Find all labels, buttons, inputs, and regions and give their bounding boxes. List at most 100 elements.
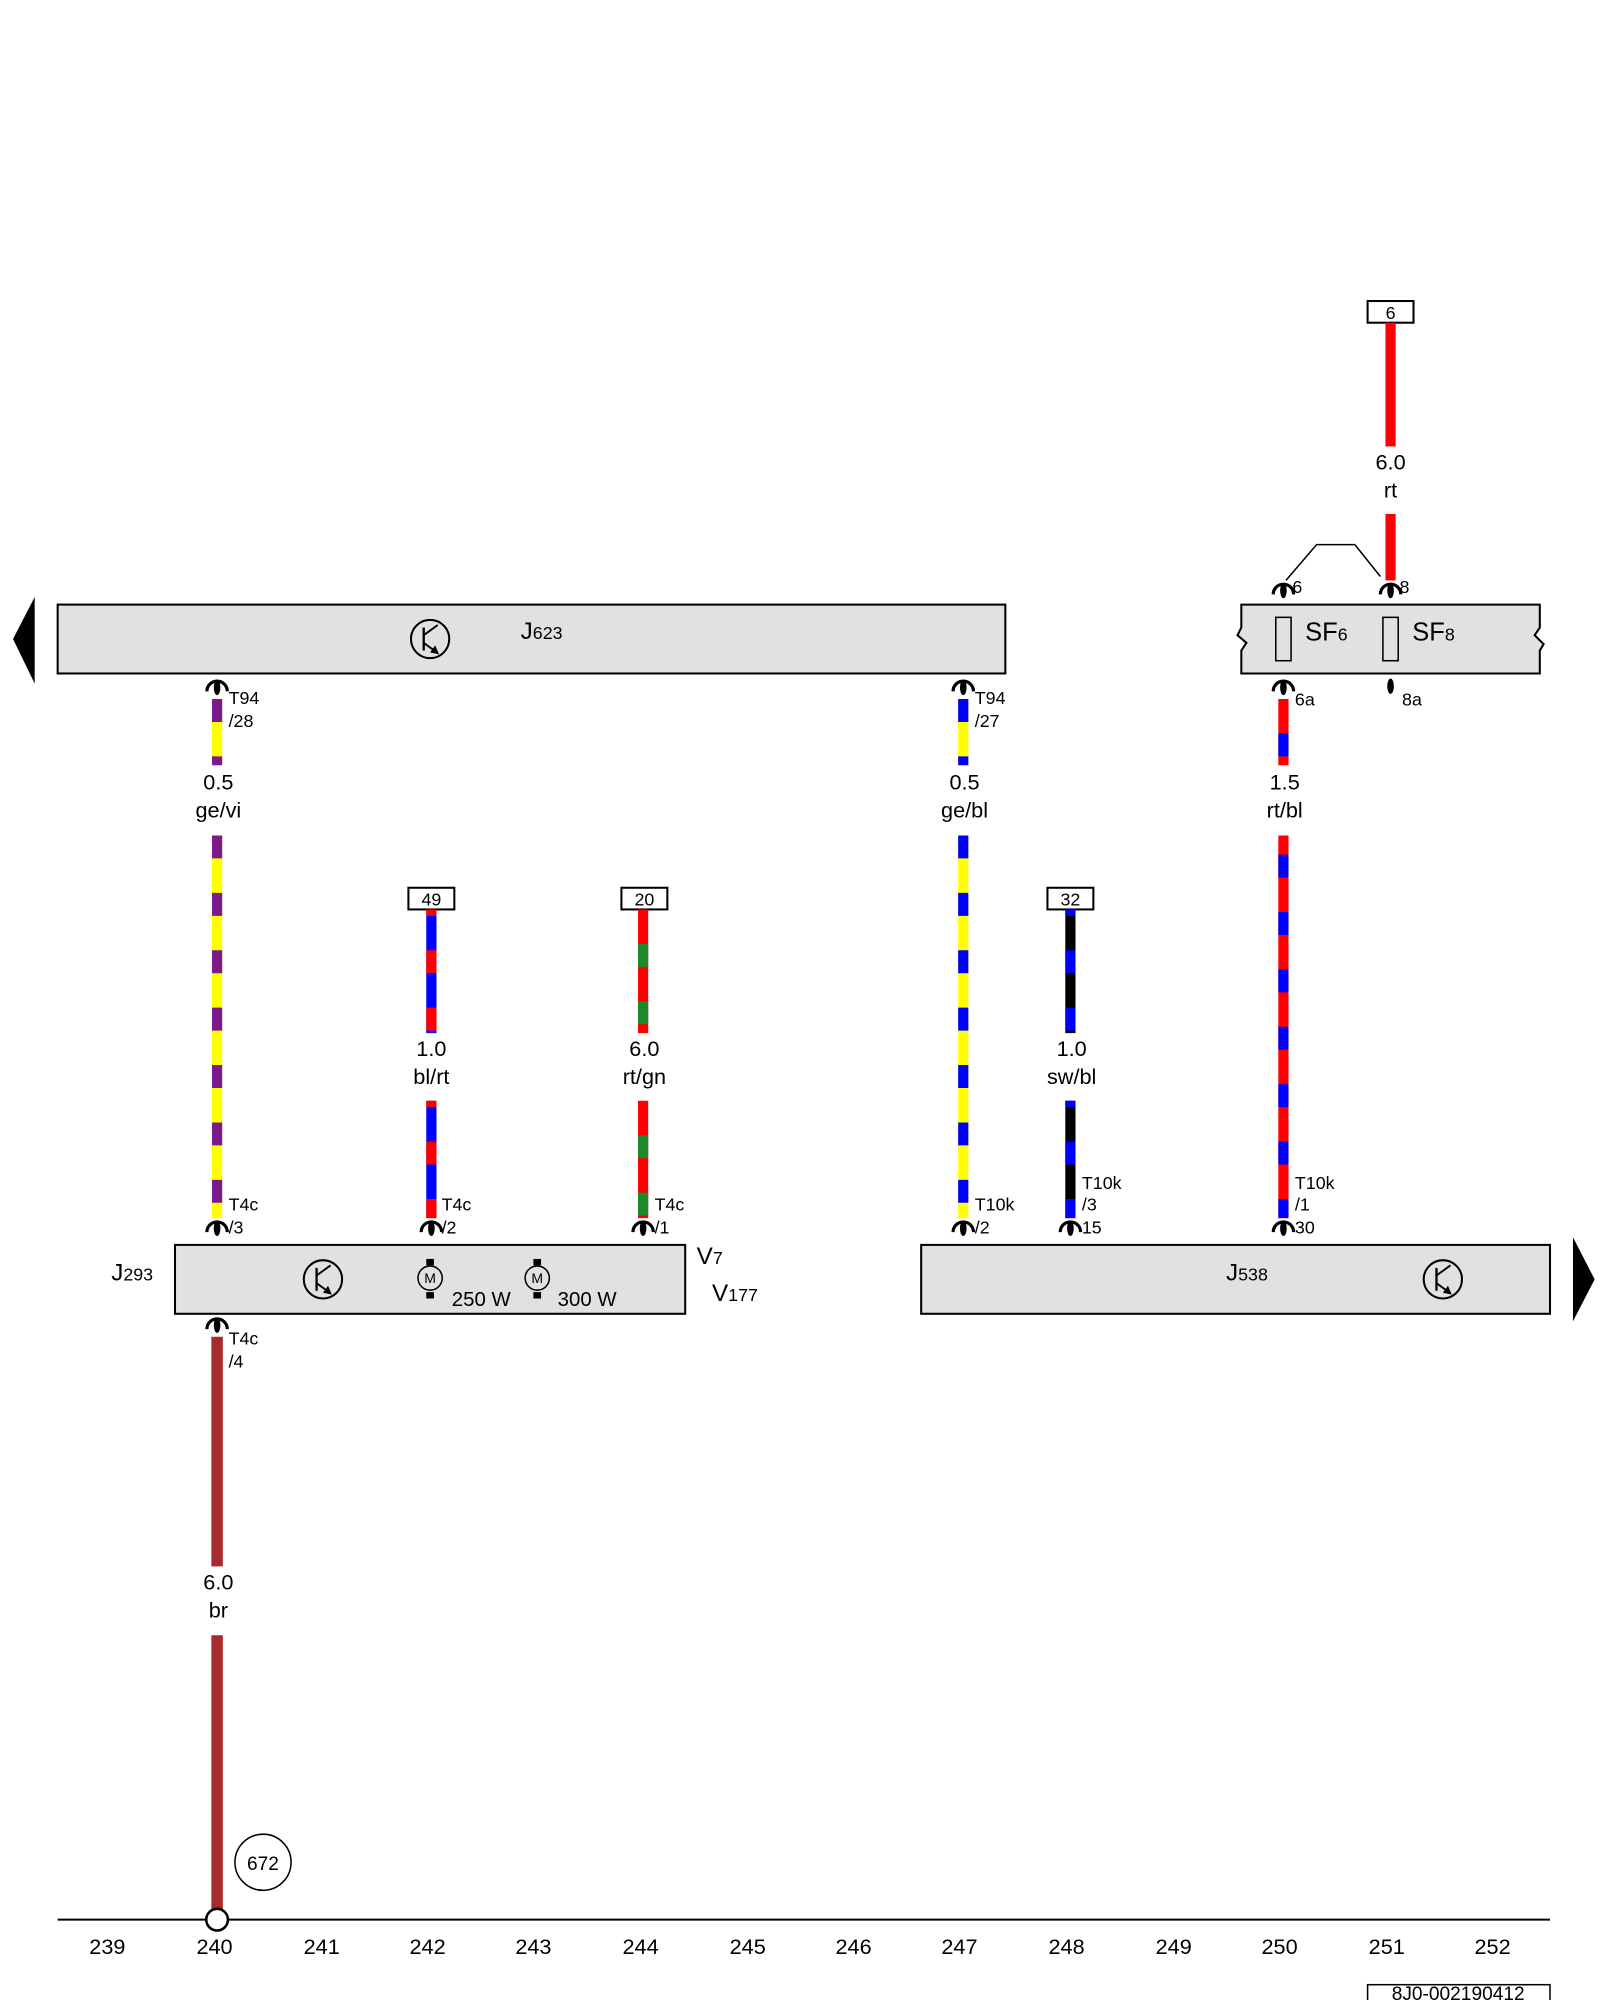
connector-t4c-2-name: T4c [442,1194,472,1214]
wire-size-label: 6.0 [1375,449,1405,474]
connector-t4c-1-pin: /1 [655,1217,670,1237]
component-v177-letter: V [712,1280,729,1307]
connector-t10k-3-terminal: 15 [1082,1217,1102,1237]
track-number: 247 [941,1934,977,1959]
component-v7-number: 7 [713,1248,723,1268]
motor-icon [417,1265,443,1291]
track-number: 242 [409,1934,445,1959]
wire-color-label: rt [1384,477,1397,502]
track-number: 251 [1369,1934,1405,1959]
wire-size-label: 0.5 [949,770,979,795]
track-number: 244 [622,1934,658,1959]
component-j623-label: J623 [521,618,563,645]
track-number: 245 [730,1934,766,1959]
fuse-sf8-letter: SF [1412,618,1445,646]
wire-ge-bl: 0.5 ge/bl [941,698,988,1219]
wire-color-label: br [209,1597,228,1622]
fuse-sf8-label: SF8 [1412,618,1455,646]
motor-terminal-top [426,1258,434,1266]
component-j538-label: J538 [1226,1260,1268,1287]
motor-v7: M 250 W [417,1258,512,1311]
component-v7-label: V7 [697,1243,723,1270]
ground-point-reference-label: 672 [247,1854,279,1875]
connector-pin-8a-icon [1387,678,1394,694]
connector-t10k-1-terminal: 30 [1295,1217,1315,1237]
reference-label-20: 20 [634,890,654,910]
wire-size-label: 1.0 [1057,1036,1087,1061]
component-j293-box [173,1243,687,1315]
motor-terminal-top [533,1258,542,1266]
reference-label-top: 6 [1386,303,1396,323]
connector-t10k-3-name: T10k [1082,1173,1122,1193]
track-number: 239 [89,1934,125,1959]
motor-terminal-bottom [533,1292,542,1299]
track-numbers: 239 240 241 242 243 244 245 246 247 248 … [89,1934,1510,1959]
motor-symbol: M [424,1270,436,1286]
wire-size-label: 6.0 [203,1569,233,1594]
fuse-sf6-icon [1275,616,1292,662]
component-j293-number: 293 [123,1265,153,1285]
connector-pin-8a-label: 8a [1402,689,1422,709]
track-number: 250 [1262,1934,1298,1959]
wire-color-label: ge/bl [941,798,988,823]
continuation-arrow-right-icon [1572,1237,1595,1322]
connector-t94-27-name: T94 [975,688,1006,708]
component-j293-letter: J [111,1260,123,1287]
wire-rt-bl: 1.5 rt/bl [1267,698,1303,1219]
connector-pin-6-label: 6 [1292,577,1302,597]
connector-t4c-2-pin: /2 [442,1217,457,1237]
wire-color-label: rt/gn [623,1064,666,1089]
track-number: 243 [515,1934,551,1959]
component-v177-number: 177 [728,1285,758,1305]
wire-size-label: 1.5 [1270,770,1300,795]
connector-t4c-1-name: T4c [655,1194,685,1214]
ground-point-reference-circle [234,1833,292,1892]
wire-rt-gn: 6.0 rt/gn [623,909,666,1219]
reference-label-32: 32 [1060,890,1080,910]
track-number: 241 [304,1934,340,1959]
connector-t94-28-name: T94 [229,688,260,708]
motor-v177: M 300 W [524,1258,618,1311]
connector-t94-27-pin: /27 [975,711,1000,731]
ground-connection-icon [204,1907,230,1932]
component-v177-label: V177 [712,1280,758,1307]
fuse-carrier-box [1236,603,1545,675]
component-j293-label: J293 [111,1260,153,1287]
wire-bl-rt: 1.0 bl/rt [413,909,449,1219]
connector-pin-6a-label: 6a [1295,689,1315,709]
reference-box-top [1366,300,1415,324]
wire-br: 6.0 br [203,1336,233,1911]
component-j623-letter: J [521,618,533,645]
fuse-sf6-number: 6 [1338,624,1348,644]
wire-ge-vi: 0.5 ge/vi [195,698,241,1219]
motor-rating: 300 W [558,1289,618,1311]
fuse-sf6-letter: SF [1305,618,1338,646]
connector-t10k-2-pin: /2 [975,1217,990,1237]
connector-t4c-4-name: T4c [229,1328,259,1348]
connector-pin-8-label: 8 [1399,577,1409,597]
reference-label-49: 49 [421,890,441,910]
wire-size-label: 0.5 [203,770,233,795]
wire-color-label: rt/bl [1267,798,1303,823]
wire-size-label: 1.0 [416,1036,446,1061]
fuse-sf8-icon [1382,616,1399,662]
wire-color-label: sw/bl [1047,1064,1096,1089]
connector-t4c-3-name: T4c [229,1194,259,1214]
motor-symbol: M [531,1270,543,1286]
connector-t4c-3-pin: /3 [229,1217,244,1237]
drawing-id: 8J0-002190412 [1392,1984,1525,2000]
connector-t10k-2-name: T10k [975,1194,1015,1214]
motor-terminal-bottom [426,1292,434,1299]
bridge-line [1285,543,1381,581]
motor-rating: 250 W [452,1289,512,1311]
component-v7-letter: V [697,1243,714,1270]
track-number: 246 [835,1934,871,1959]
component-j538-box [920,1243,1552,1315]
track-number: 248 [1048,1934,1084,1959]
connector-t4c-4-pin: /4 [229,1351,244,1371]
component-j623-number: 623 [533,623,563,643]
wire-sw-bl: 1.0 sw/bl [1047,909,1096,1219]
connector-t10k-1-name: T10k [1295,1173,1335,1193]
